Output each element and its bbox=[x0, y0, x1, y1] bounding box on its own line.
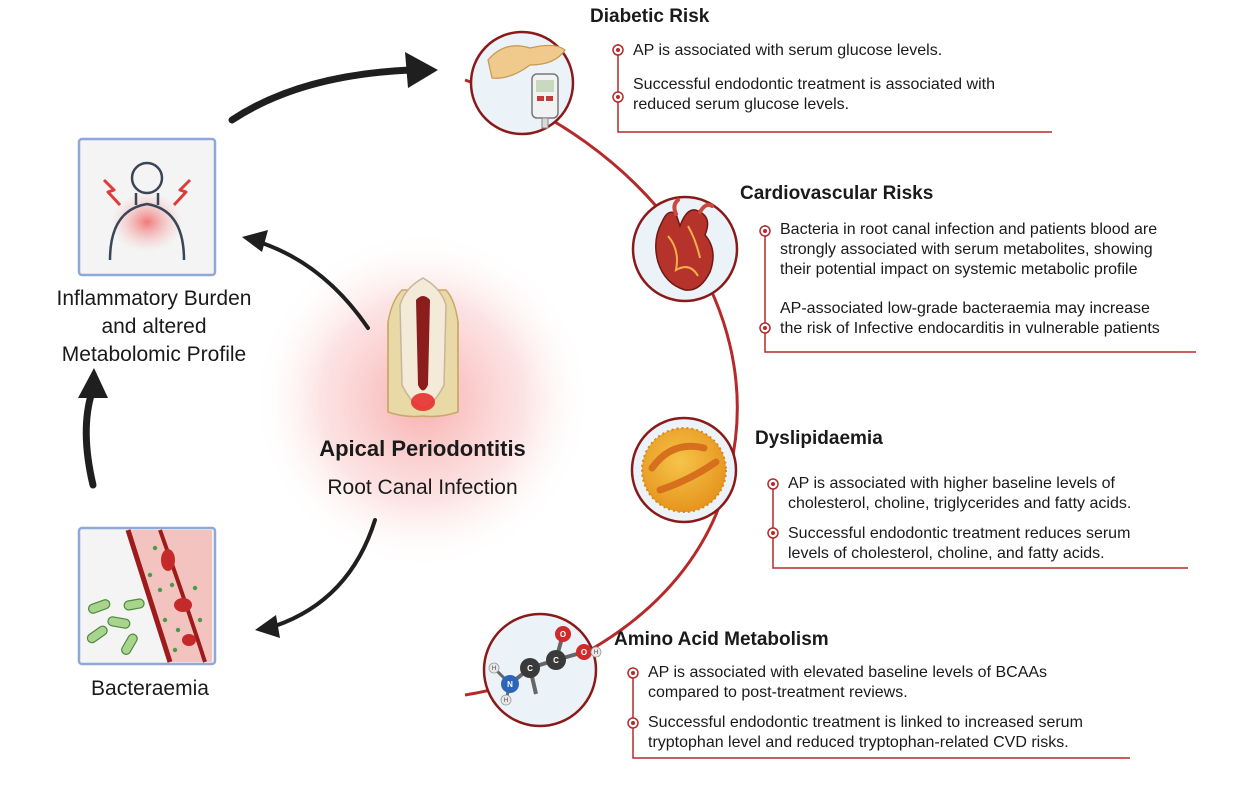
bullet-icon bbox=[759, 225, 771, 237]
atom-c2-label: C bbox=[553, 656, 559, 665]
tooth-icon bbox=[387, 277, 459, 418]
inflammatory-label-line: Inflammatory Burden bbox=[56, 287, 252, 310]
atom-o1-label: O bbox=[560, 630, 566, 639]
bacteraemia-label: Bacteraemia bbox=[91, 677, 209, 700]
center-title: Apical Periodontitis bbox=[319, 436, 526, 461]
arrow-bacteraemia-up-head bbox=[78, 368, 108, 398]
bullet-line: strongly associated with serum metabolit… bbox=[780, 241, 1153, 258]
arrow-to-inflammatory bbox=[260, 241, 370, 330]
amino-acid-molecule-icon: N C C O O H H H bbox=[488, 626, 602, 706]
bullet-line: levels of cholesterol, choline, and fatt… bbox=[788, 545, 1105, 562]
flow-arrows bbox=[78, 52, 438, 638]
atom-h3-label: H bbox=[594, 650, 598, 656]
atom-n-label: N bbox=[507, 680, 513, 689]
atom-h1-label: H bbox=[492, 666, 496, 672]
bullet-line: Successful endodontic treatment reduces … bbox=[788, 525, 1131, 542]
bullet-line: their potential impact on systemic metab… bbox=[780, 261, 1138, 278]
dyslipidaemia-bullet-1: AP is associated with higher baseline le… bbox=[788, 474, 1131, 514]
bullet-icon bbox=[767, 527, 779, 539]
amino-icon-circle bbox=[482, 612, 598, 728]
cardio-bracket bbox=[764, 225, 1196, 353]
bullet-icon bbox=[627, 717, 639, 729]
bullet-line: Successful endodontic treatment is assoc… bbox=[633, 76, 995, 93]
bullet-markers bbox=[612, 44, 779, 729]
atom-c1-label: C bbox=[527, 664, 533, 673]
arrow-to-inflammatory-head bbox=[242, 230, 268, 252]
bullet-line: Successful endodontic treatment is linke… bbox=[648, 714, 1083, 731]
bullet-line: cholesterol, choline, triglycerides and … bbox=[788, 495, 1132, 512]
pancreas-glucometer-icon bbox=[487, 44, 566, 129]
cardio-bullet-2: AP-associated low-grade bacteraemia may … bbox=[780, 299, 1160, 339]
inflammatory-label-line: Metabolomic Profile bbox=[61, 343, 247, 366]
amino-bullet-2: Successful endodontic treatment is linke… bbox=[648, 713, 1083, 753]
diabetic-bracket bbox=[617, 44, 1052, 133]
amino-bracket bbox=[632, 668, 1130, 759]
bullet-line: tryptophan level and reduced tryptophan-… bbox=[648, 734, 1069, 751]
atom-oh-label: O bbox=[581, 648, 587, 657]
bullet-icon bbox=[627, 667, 639, 679]
arrow-to-diabetic-head bbox=[405, 52, 438, 88]
bullet-line: AP is associated with serum glucose leve… bbox=[633, 42, 943, 59]
dyslipidaemia-bracket bbox=[772, 479, 1188, 569]
lipoprotein-icon bbox=[641, 427, 727, 513]
bullet-icon bbox=[767, 478, 779, 490]
atom-h2-label: H bbox=[504, 698, 508, 704]
bullet-line: AP is associated with higher baseline le… bbox=[788, 475, 1115, 492]
arrow-to-bacteraemia-head bbox=[255, 615, 280, 638]
bullet-line: AP is associated with elevated baseline … bbox=[648, 664, 1048, 681]
cardiovascular-risks-title: Cardiovascular Risks bbox=[740, 183, 934, 204]
bullet-line: Bacteria in root canal infection and pat… bbox=[780, 221, 1158, 238]
diabetic-bullet-1: AP is associated with serum glucose leve… bbox=[633, 41, 942, 61]
inflammatory-label-line: and altered bbox=[101, 315, 207, 338]
dyslipidaemia-bullet-2: Successful endodontic treatment reduces … bbox=[788, 524, 1130, 564]
arrow-to-diabetic bbox=[228, 66, 414, 124]
dyslipidaemia-title: Dyslipidaemia bbox=[755, 428, 883, 449]
bullet-icon bbox=[759, 322, 771, 334]
bullet-icon bbox=[612, 91, 624, 103]
arrow-bacteraemia-up bbox=[82, 388, 97, 489]
inflammatory-label: Inflammatory Burden and altered Metabolo… bbox=[20, 285, 288, 369]
bullet-line: compared to post-treatment reviews. bbox=[648, 684, 908, 701]
blood-vessel-bacteria-icon bbox=[86, 529, 212, 663]
amino-acid-metabolism-title: Amino Acid Metabolism bbox=[614, 629, 829, 650]
bullet-line: reduced serum glucose levels. bbox=[633, 96, 850, 113]
inflamed-person-icon bbox=[102, 161, 192, 261]
cardio-bullet-1: Bacteria in root canal infection and pat… bbox=[780, 220, 1157, 280]
arrow-to-bacteraemia bbox=[273, 518, 377, 628]
heart-icon bbox=[655, 198, 714, 291]
section-brackets bbox=[617, 44, 1196, 759]
amino-bullet-1: AP is associated with elevated baseline … bbox=[648, 663, 1047, 703]
diabetic-risk-title: Diabetic Risk bbox=[590, 6, 710, 27]
diabetic-bullet-2: Successful endodontic treatment is assoc… bbox=[633, 75, 995, 115]
bullet-icon bbox=[612, 44, 624, 56]
bullet-line: the risk of Infective endocarditis in vu… bbox=[780, 320, 1160, 337]
bullet-line: AP-associated low-grade bacteraemia may … bbox=[780, 300, 1150, 317]
center-subtitle: Root Canal Infection bbox=[327, 476, 518, 499]
